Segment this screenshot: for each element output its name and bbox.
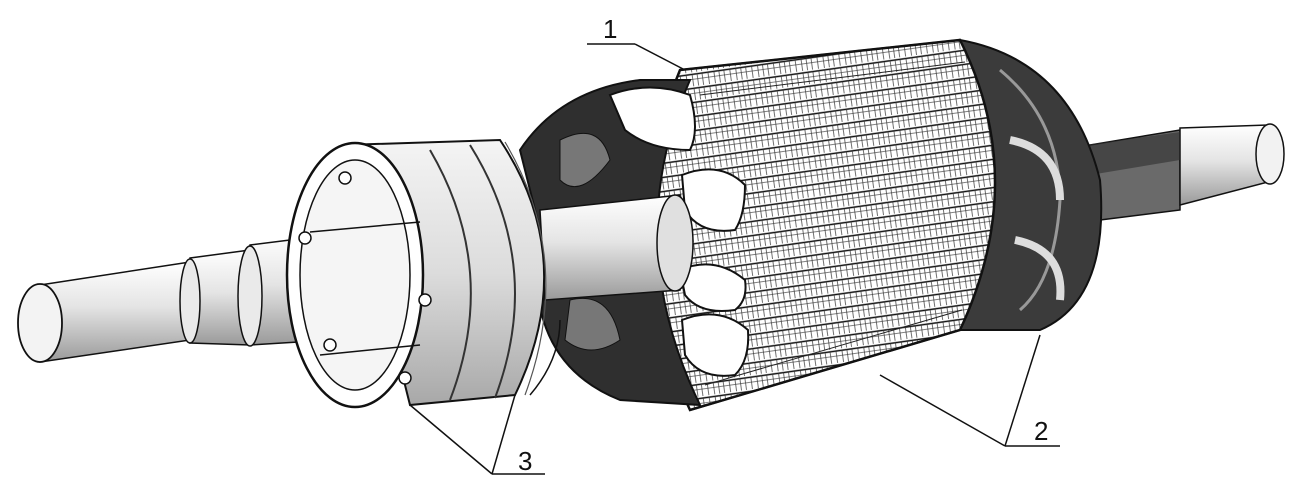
armature-core: [646, 38, 997, 412]
leader-2a: [879, 374, 1006, 447]
callout-3: 3: [518, 446, 532, 476]
callout-leaders: [409, 43, 1060, 475]
leader-2b: [1004, 334, 1041, 447]
commutator-assembly: [285, 138, 561, 409]
rear-end-winding: [959, 38, 1103, 331]
leader-1: [634, 43, 686, 71]
middle-shaft: [539, 194, 694, 301]
callout-1: 1: [603, 14, 617, 44]
left-shaft: [17, 234, 331, 363]
leader-3b: [491, 394, 516, 475]
leader-3a: [409, 404, 493, 475]
callout-2: 2: [1034, 416, 1048, 446]
